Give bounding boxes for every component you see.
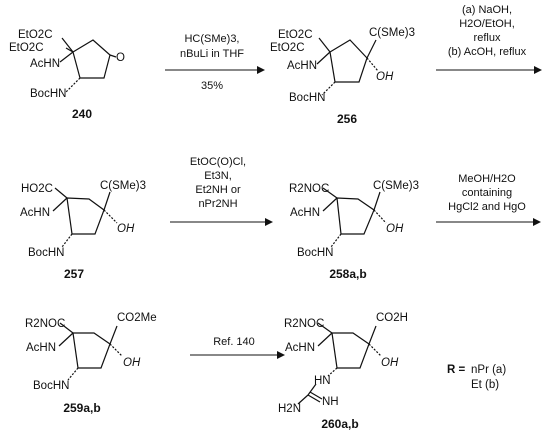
legend-option-b: Et (b) xyxy=(471,379,499,391)
hydroxy-label: OH xyxy=(376,71,394,83)
ketone-label: O xyxy=(116,52,125,64)
amide-label: R2NOC xyxy=(25,318,65,330)
acetamido-label: AcHN xyxy=(287,60,317,72)
acetamido-label: AcHN xyxy=(26,342,56,354)
substituent-legend: R = nPr (a) Et (b) xyxy=(447,364,506,391)
acid-label: HO2C xyxy=(21,183,53,195)
acetamido-label: AcHN xyxy=(285,342,315,354)
guanidine-amine-label: H2N xyxy=(278,403,301,415)
legend-option-a: nPr (a) xyxy=(471,364,506,376)
guanidine-imine-label: NH xyxy=(322,396,339,408)
reaction-arrow-3: EtOC(O)Cl, Et3N, Et2NH or nPr2NH xyxy=(170,156,273,226)
reagent-label: (b) AcOH, reflux xyxy=(448,46,527,58)
reaction-arrow-2: (a) NaOH, H2O/EtOH, reflux (b) AcOH, ref… xyxy=(436,4,542,74)
amide-label: R2NOC xyxy=(289,183,329,195)
hydroxy-label: OH xyxy=(381,357,399,369)
compound-number: 259a,b xyxy=(63,401,100,415)
reagent-label: MeOH/H2O xyxy=(458,173,516,185)
reagent-label: (a) NaOH, xyxy=(462,4,512,16)
compound-259: R2NOC AcHN CO2Me OH BocHN 259a,b xyxy=(25,312,157,415)
orthoester-label: C(SMe)3 xyxy=(373,180,419,192)
yield-label: 35% xyxy=(201,80,223,92)
acetamido-label: AcHN xyxy=(20,207,50,219)
reagent-label: Et3N, xyxy=(204,170,232,182)
reaction-arrow-1: HC(SMe)3, nBuLi in THF 35% xyxy=(165,33,265,92)
reagent-label: containing xyxy=(462,187,512,199)
compound-240: EtO2C EtO2C AcHN O BocHN 240 xyxy=(9,29,125,121)
acetamido-label: AcHN xyxy=(30,58,60,70)
hydroxy-label: OH xyxy=(386,223,404,235)
compound-number: 257 xyxy=(64,267,84,281)
acetamido-label: AcHN xyxy=(290,207,320,219)
compound-number: 256 xyxy=(337,112,357,126)
orthoester-label: C(SMe)3 xyxy=(369,27,415,39)
reagent-label: HC(SMe)3, xyxy=(184,33,239,45)
compound-number: 240 xyxy=(72,107,92,121)
ester-label: EtO2C xyxy=(270,42,305,54)
compound-260: R2NOC AcHN CO2H OH HN NH H2N 260a,b xyxy=(278,312,408,431)
amide-label: R2NOC xyxy=(284,318,324,330)
boc-amine-label: BocHN xyxy=(30,88,66,100)
reagent-label: reflux xyxy=(474,32,501,44)
ester-label: EtO2C xyxy=(278,29,313,41)
boc-amine-label: BocHN xyxy=(297,247,333,259)
guanidine-nh-label: HN xyxy=(314,375,331,387)
hydroxy-label: OH xyxy=(123,357,141,369)
hydroxy-label: OH xyxy=(117,223,135,235)
ester-label: CO2Me xyxy=(117,312,157,324)
compound-257: HO2C AcHN C(SMe)3 OH BocHN 257 xyxy=(20,180,146,281)
reagent-label: nPr2NH xyxy=(198,198,237,210)
boc-amine-label: BocHN xyxy=(33,380,69,392)
compound-number: 260a,b xyxy=(321,417,358,431)
reaction-arrow-4: MeOH/H2O containing HgCl2 and HgO xyxy=(436,173,541,226)
compound-number: 258a,b xyxy=(329,267,366,281)
reagent-label: nBuLi in THF xyxy=(180,48,244,60)
acid-label: CO2H xyxy=(376,312,408,324)
reagent-label: Et2NH or xyxy=(195,184,241,196)
boc-amine-label: BocHN xyxy=(28,247,64,259)
ester-label: EtO2C xyxy=(9,42,44,54)
reagent-label: HgCl2 and HgO xyxy=(448,201,526,213)
compound-256: EtO2C EtO2C AcHN C(SMe)3 OH BocHN 256 xyxy=(270,27,415,126)
reaction-arrow-5: Ref. 140 xyxy=(190,336,285,359)
reference-label: Ref. 140 xyxy=(213,336,255,348)
ester-label: EtO2C xyxy=(18,29,53,41)
boc-amine-label: BocHN xyxy=(289,92,325,104)
orthoester-label: C(SMe)3 xyxy=(100,180,146,192)
reagent-label: EtOC(O)Cl, xyxy=(190,156,246,168)
reagent-label: H2O/EtOH, xyxy=(459,18,515,30)
legend-r-label: R = xyxy=(447,364,466,376)
compound-258: R2NOC AcHN C(SMe)3 OH BocHN 258a,b xyxy=(289,180,419,281)
